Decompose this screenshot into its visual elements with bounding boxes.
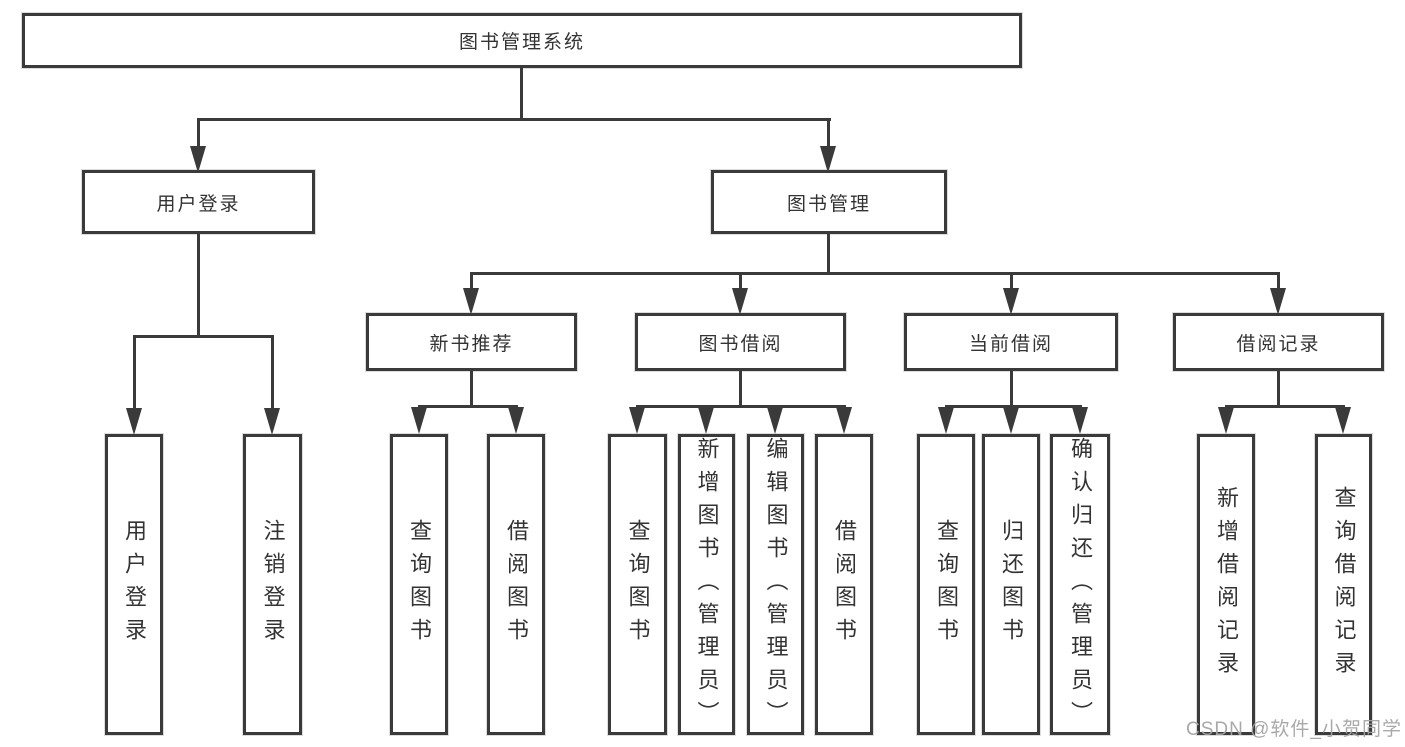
- arrow-down-icon: [698, 407, 714, 434]
- node-label: 图书管理: [786, 193, 871, 215]
- connector-userlogin-drop-2: [271, 335, 274, 412]
- node-library-management-system: 图书管理系统: [22, 13, 1022, 68]
- leaf-label: 借阅图书: [832, 518, 857, 651]
- connector-borrow-horizontal: [636, 405, 846, 408]
- connector-userlogin-drop-1: [133, 335, 136, 412]
- arrow-down-icon: [820, 146, 836, 173]
- connector-bookmgmt-horizontal: [470, 272, 1279, 275]
- connector-bookmgmt-drop-2: [739, 272, 742, 292]
- node-current-borrow: 当前借阅: [904, 313, 1118, 371]
- connector-records-stem: [1277, 371, 1280, 408]
- node-borrow-records: 借阅记录: [1173, 313, 1384, 371]
- arrow-down-icon: [463, 288, 479, 315]
- node-user-login: 用户登录: [82, 170, 315, 234]
- connector-bookmgmt-drop-4: [1277, 272, 1280, 292]
- leaf-label: 注销登录: [260, 518, 286, 651]
- leaf-query-books-recommend: 查询图书: [390, 434, 448, 735]
- leaf-label: 新增图书（管理员）: [694, 437, 720, 734]
- node-label: 新书推荐: [429, 333, 514, 355]
- csdn-watermark: CSDN @软件_小贺同学: [1186, 719, 1402, 740]
- leaf-label: 查询图书: [407, 518, 432, 651]
- leaf-label: 查询图书: [625, 518, 651, 651]
- arrow-down-icon: [126, 408, 142, 435]
- connector-current-stem: [1010, 371, 1013, 408]
- leaf-edit-books-admin: 编辑图书（管理员）: [747, 434, 804, 735]
- leaf-label: 用户登录: [122, 518, 147, 651]
- leaf-borrow-books-recommend: 借阅图书: [487, 434, 545, 735]
- arrow-down-icon: [1270, 288, 1286, 315]
- arrow-down-icon: [1003, 288, 1019, 315]
- arrow-down-icon: [1335, 407, 1351, 434]
- arrow-down-icon: [190, 146, 206, 173]
- leaf-confirm-return-admin: 确认归还（管理员）: [1050, 434, 1110, 735]
- connector-current-horizontal: [945, 405, 1082, 408]
- leaf-borrow-books: 借阅图书: [815, 434, 873, 735]
- arrow-down-icon: [411, 407, 427, 434]
- connector-root-horizontal: [197, 118, 831, 121]
- arrow-down-icon: [1072, 407, 1088, 434]
- leaf-query-books-borrow: 查询图书: [608, 434, 667, 735]
- connector-bookmgmt-stem: [827, 234, 830, 274]
- leaf-label: 新增借阅记录: [1214, 485, 1239, 684]
- leaf-user-login: 用户登录: [105, 434, 163, 735]
- node-label: 图书借阅: [698, 333, 783, 355]
- leaf-add-books-admin: 新增图书（管理员）: [678, 434, 735, 735]
- arrow-down-icon: [836, 407, 852, 434]
- arrow-down-icon: [938, 407, 954, 434]
- connector-newbook-stem: [470, 371, 473, 408]
- connector-newbook-horizontal: [418, 405, 518, 408]
- connector-userlogin-stem: [197, 234, 200, 337]
- arrow-down-icon: [264, 408, 280, 435]
- leaf-add-borrow-record: 新增借阅记录: [1197, 434, 1255, 735]
- node-book-management: 图书管理: [711, 170, 947, 234]
- node-label: 图书管理系统: [458, 32, 585, 53]
- arrow-down-icon: [508, 407, 524, 434]
- node-new-book-recommend: 新书推荐: [366, 313, 577, 371]
- leaf-query-borrow-record: 查询借阅记录: [1315, 434, 1372, 735]
- leaf-return-books: 归还图书: [982, 434, 1040, 735]
- arrow-down-icon: [629, 407, 645, 434]
- node-label: 借阅记录: [1236, 333, 1321, 355]
- arrow-down-icon: [767, 407, 783, 434]
- arrow-down-icon: [732, 288, 748, 315]
- arrow-down-icon: [1003, 407, 1019, 434]
- connector-bookmgmt-drop-3: [1010, 272, 1013, 292]
- leaf-label: 查询借阅记录: [1331, 485, 1357, 684]
- node-label: 当前借阅: [968, 333, 1053, 355]
- connector-root-stem: [520, 66, 523, 120]
- connector-records-horizontal: [1225, 405, 1345, 408]
- connector-userlogin-horizontal: [133, 335, 274, 338]
- node-label: 用户登录: [156, 193, 241, 215]
- leaf-logout: 注销登录: [243, 434, 302, 735]
- leaf-label: 编辑图书（管理员）: [763, 437, 789, 734]
- leaf-label: 借阅图书: [504, 518, 529, 651]
- connector-root-drop-left: [197, 118, 200, 152]
- leaf-label: 归还图书: [999, 518, 1024, 651]
- leaf-query-books-current: 查询图书: [917, 434, 975, 735]
- connector-bookmgmt-drop-1: [470, 272, 473, 292]
- node-book-borrow: 图书借阅: [635, 313, 846, 371]
- arrow-down-icon: [1218, 407, 1234, 434]
- connector-borrow-stem: [739, 371, 742, 408]
- connector-root-drop-right: [827, 118, 830, 152]
- leaf-label: 查询图书: [934, 518, 959, 651]
- leaf-label: 确认归还（管理员）: [1068, 437, 1093, 734]
